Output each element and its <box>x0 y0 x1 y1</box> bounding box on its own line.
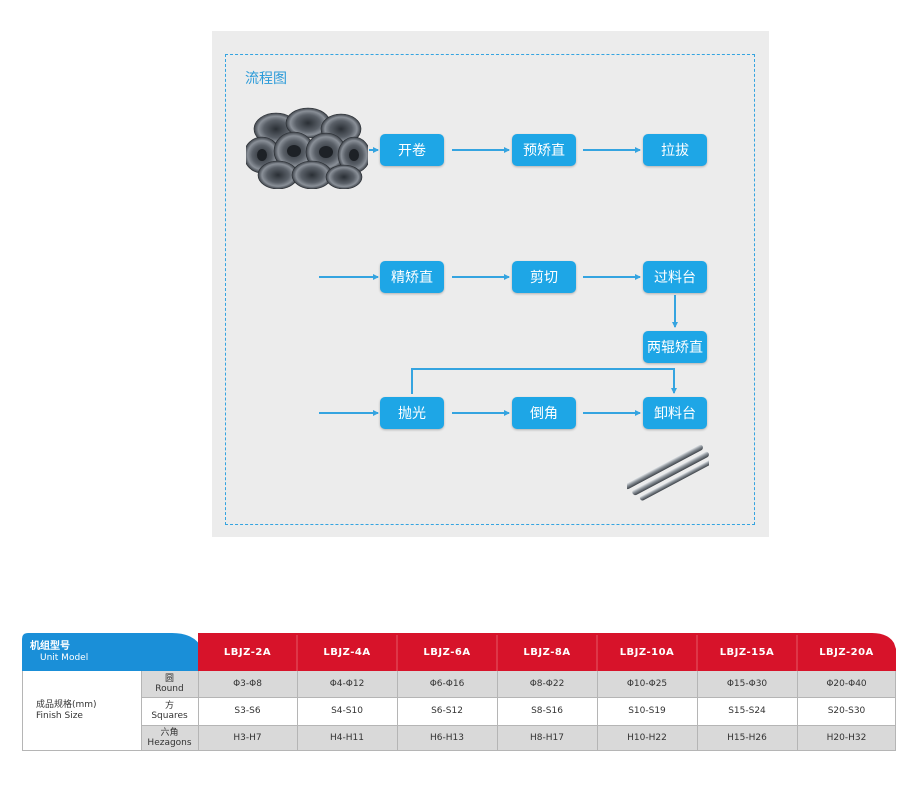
table-cell: S3-S6 <box>234 706 261 716</box>
model-header: LBJZ-10A <box>619 646 675 658</box>
table-cell: Φ15-Φ30 <box>726 679 768 689</box>
row-label-en: Hezagons <box>147 737 192 748</box>
table-cell: Φ20-Φ40 <box>826 679 867 689</box>
table-cell: Φ4-Φ12 <box>329 679 365 689</box>
model-header: LBJZ-4A <box>323 646 371 658</box>
table-cell: Φ8-Φ22 <box>529 679 565 689</box>
grid-line <box>198 671 199 751</box>
table-cell: H8-H17 <box>530 733 564 743</box>
unit-model-label-en: Unit Model <box>40 652 89 663</box>
table-cell: H3-H7 <box>233 733 262 743</box>
grid-line <box>141 725 896 726</box>
model-header: LBJZ-20A <box>819 646 874 658</box>
row-label-round: 圆 Round <box>141 671 198 697</box>
grid-line <box>697 671 698 751</box>
finish-size-label-en: Finish Size <box>36 711 83 721</box>
step-uncoil: 开卷 <box>380 134 444 166</box>
step-polishing: 抛光 <box>380 397 444 429</box>
row-label-cn: 方 <box>164 700 174 711</box>
row-label-cn: 圆 <box>164 673 174 684</box>
step-two-roll-straighten: 两辊矫直 <box>643 331 707 363</box>
grid-line <box>497 671 498 751</box>
process-flow-panel: 流程图 <box>212 31 769 537</box>
row-bg-hexagons <box>141 725 896 751</box>
grid-line <box>895 671 896 751</box>
row-label-hexagons: 六角 Hezagons <box>141 725 198 751</box>
row-bg-round <box>141 671 896 697</box>
table-cell: S20-S30 <box>827 706 866 716</box>
flow-connectors <box>319 147 678 416</box>
wire-coil-image <box>246 107 368 189</box>
loop-line-polish <box>411 368 677 394</box>
table-cell: S4-S10 <box>331 706 363 716</box>
table-cell: Φ10-Φ25 <box>626 679 668 689</box>
step-unloading-table: 卸料台 <box>643 397 707 429</box>
unit-model-label-cn: 机组型号 <box>30 640 70 652</box>
model-header: LBJZ-8A <box>523 646 571 658</box>
group-label-bg <box>22 671 141 751</box>
grid-line <box>141 671 142 751</box>
flow-dashed-frame <box>225 54 755 525</box>
step-transfer-table: 过料台 <box>643 261 707 293</box>
row-label-squares: 方 Squares <box>141 697 198 725</box>
model-header: LBJZ-2A <box>223 646 272 658</box>
step-chamfering: 倒角 <box>512 397 576 429</box>
table-cell: Φ3-Φ8 <box>233 679 262 689</box>
table-cell: H6-H13 <box>430 733 464 743</box>
model-header: LBJZ-6A <box>423 646 471 658</box>
finish-size-label: 成品规格(mm) Finish Size <box>22 671 141 751</box>
grid-line <box>141 697 896 698</box>
grid-line <box>297 671 298 751</box>
step-fine-straighten: 精矫直 <box>380 261 444 293</box>
row-label-en: Round <box>155 683 184 694</box>
steel-bars-image <box>627 445 709 509</box>
step-cutting: 剪切 <box>512 261 576 293</box>
grid-line <box>597 671 598 751</box>
table-cell: Φ6-Φ16 <box>429 679 465 689</box>
flow-title: 流程图 <box>245 71 287 87</box>
grid-line <box>397 671 398 751</box>
unit-model-header: 机组型号 Unit Model <box>22 633 198 671</box>
model-header: LBJZ-15A <box>719 646 775 658</box>
grid-line <box>22 750 896 751</box>
table-cell: S15-S24 <box>728 706 766 716</box>
table-cell: H20-H32 <box>826 733 867 743</box>
table-cell: S6-S12 <box>431 706 463 716</box>
table-cell: S10-S19 <box>628 706 666 716</box>
row-bg-squares <box>141 697 896 725</box>
step-drawing: 拉拔 <box>643 134 707 166</box>
spec-table: 机组型号 Unit Model LBJZ-2A LBJZ-4A LBJZ-6A … <box>22 633 896 751</box>
table-header-bg <box>22 633 896 671</box>
row-label-en: Squares <box>151 710 188 721</box>
table-cell: S8-S16 <box>531 706 563 716</box>
table-cell: H4-H11 <box>330 733 364 743</box>
grid-line <box>797 671 798 751</box>
row-label-cn: 六角 <box>160 727 179 738</box>
step-pre-straighten: 预矫直 <box>512 134 576 166</box>
finish-size-label-cn: 成品规格(mm) <box>36 700 97 710</box>
grid-line <box>22 671 23 751</box>
table-cell: H10-H22 <box>627 733 667 743</box>
table-cell: H15-H26 <box>727 733 767 743</box>
